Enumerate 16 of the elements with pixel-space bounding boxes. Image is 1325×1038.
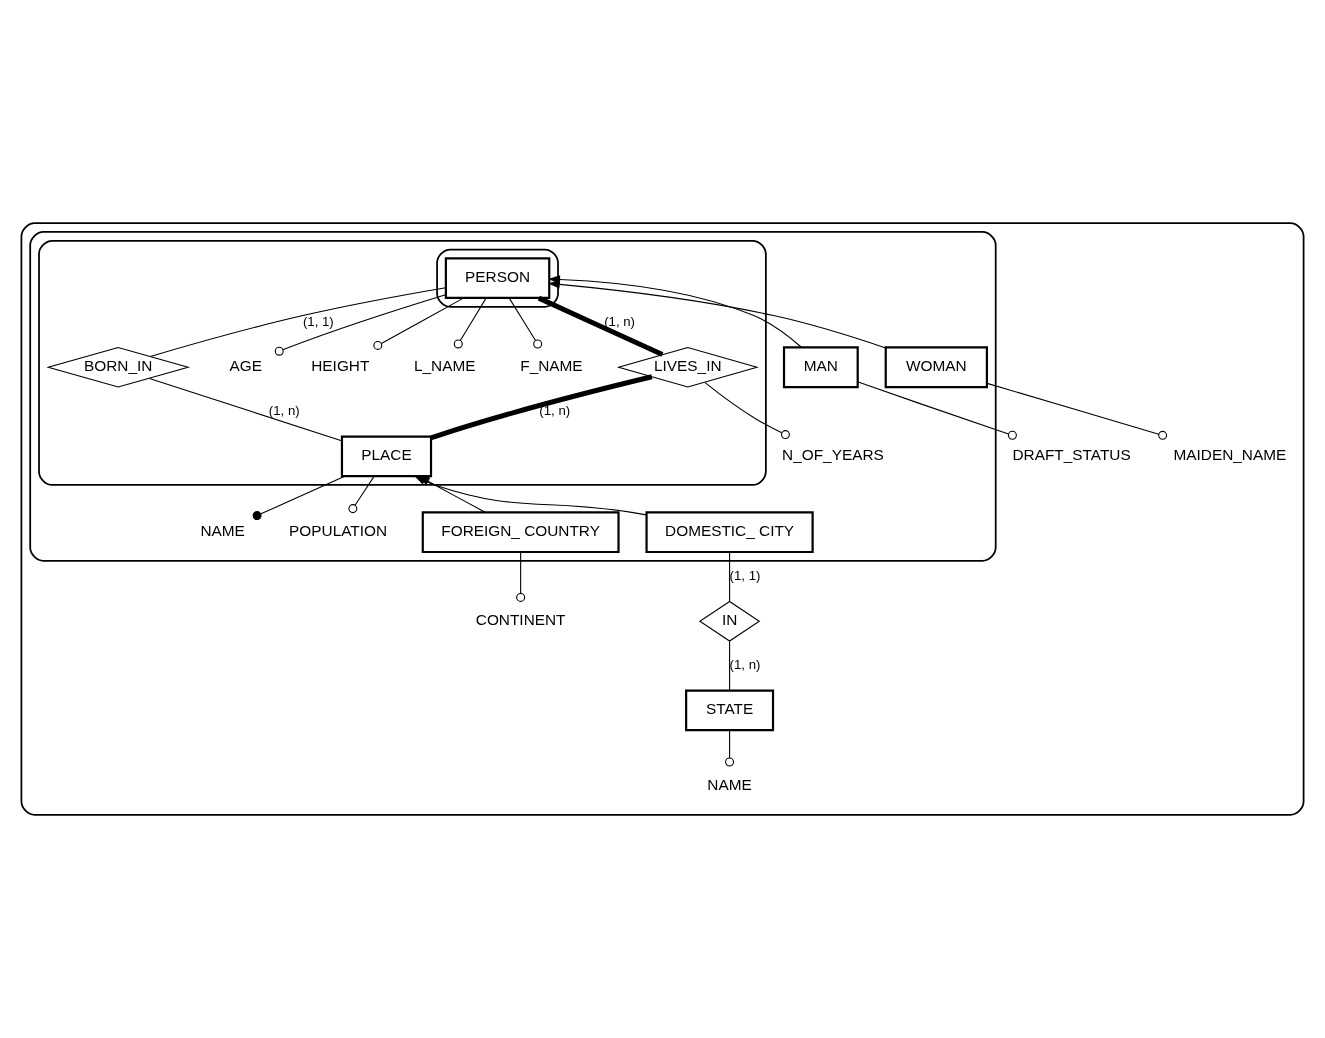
- node-text: L_NAME: [414, 357, 476, 375]
- node-text: F_NAME: [520, 357, 583, 375]
- node-text: AGE: [229, 357, 262, 375]
- node-text: CONTINENT: [475, 611, 566, 629]
- edge-label: (1, n): [268, 403, 300, 419]
- node-text: NAME: [200, 522, 245, 540]
- node-text: NAME: [707, 776, 752, 794]
- edge-label: (1, 1): [302, 314, 334, 330]
- node-text: HEIGHT: [311, 357, 370, 375]
- node-text: MAIDEN_NAME: [1173, 446, 1287, 464]
- node-text: DRAFT_STATUS: [1012, 446, 1131, 464]
- edge-label: (1, 1): [729, 568, 761, 584]
- edge-label: (1, n): [539, 403, 571, 419]
- edge-label: (1, n): [729, 657, 761, 673]
- node-text: N_OF_YEARS: [782, 446, 884, 464]
- node-text: POPULATION: [289, 522, 388, 540]
